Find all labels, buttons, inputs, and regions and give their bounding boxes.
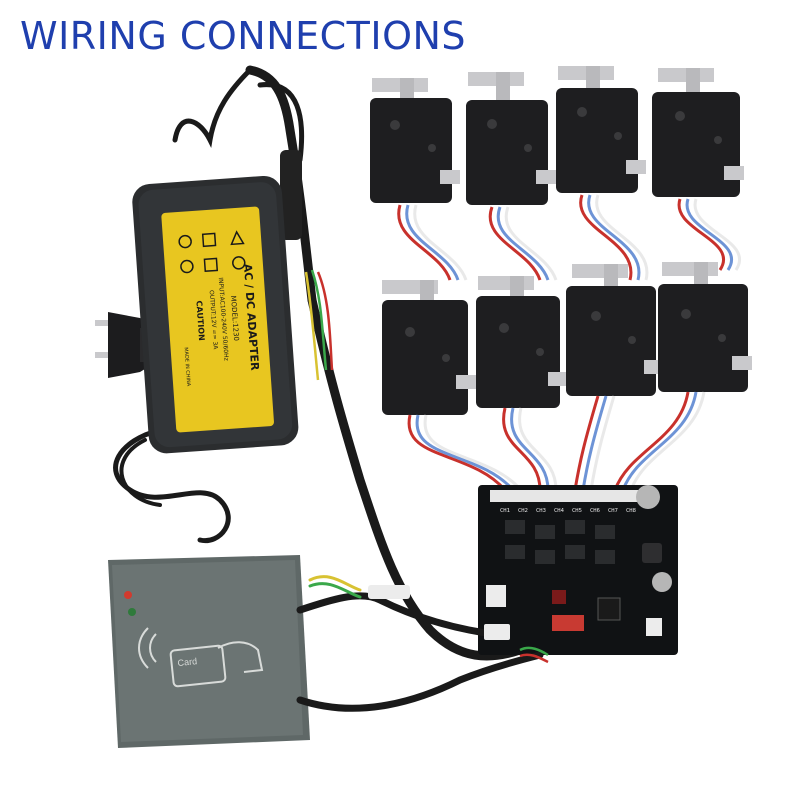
channel-label-5: CH5 bbox=[572, 508, 582, 514]
electronic-lock-5 bbox=[382, 280, 476, 415]
inductor bbox=[642, 543, 662, 563]
electronic-lock-7 bbox=[566, 264, 664, 396]
electronic-lock-1 bbox=[370, 78, 460, 203]
reader-led-green bbox=[128, 608, 136, 616]
board-connector-right bbox=[646, 618, 662, 636]
capacitor-side bbox=[652, 572, 672, 592]
control-board: CH1 CH2 CH3 CH4 CH5 CH6 CH7 CH8 bbox=[478, 485, 678, 655]
card-reader: Card bbox=[108, 555, 310, 748]
wire-connector-white bbox=[368, 585, 410, 599]
led-indicator bbox=[552, 590, 566, 604]
electronic-lock-2 bbox=[466, 72, 556, 205]
wire-bundle-small bbox=[304, 269, 334, 381]
lock-row-top bbox=[370, 66, 744, 205]
capacitor-top bbox=[636, 485, 660, 509]
electronic-lock-4 bbox=[652, 68, 744, 197]
channel-label-1: CH1 bbox=[500, 508, 510, 514]
channel-label-3: CH3 bbox=[536, 508, 546, 514]
card-label: Card bbox=[177, 656, 197, 668]
electronic-lock-3 bbox=[556, 66, 646, 193]
page-title: WIRING CONNECTIONS bbox=[20, 14, 467, 58]
channel-label-6: CH6 bbox=[590, 508, 600, 514]
adapter-label bbox=[161, 206, 274, 433]
channel-labels: CH1 CH2 CH3 CH4 CH5 CH6 CH7 CH8 bbox=[500, 508, 636, 514]
adapter-caution-text: CAUTION bbox=[194, 300, 206, 341]
power-cord bbox=[113, 65, 525, 661]
adapter-output-text: OUTPUT:12V == 3A bbox=[208, 290, 219, 351]
reader-led-red bbox=[124, 591, 132, 599]
adapter-made-in-text: MADE IN CHINA bbox=[183, 347, 192, 387]
electronic-lock-6 bbox=[476, 276, 568, 408]
safety-symbols bbox=[178, 230, 246, 274]
microcontroller-chip bbox=[597, 597, 621, 621]
channel-label-7: CH7 bbox=[608, 508, 618, 514]
wire-connector-board bbox=[484, 624, 510, 640]
channel-label-2: CH2 bbox=[518, 508, 528, 514]
wires-top-row bbox=[397, 194, 741, 281]
wire-pigtail bbox=[519, 646, 549, 664]
channel-label-8: CH8 bbox=[626, 508, 636, 514]
board-connector-left bbox=[486, 585, 506, 607]
wires-to-board bbox=[407, 391, 706, 491]
barrel-plug bbox=[280, 150, 302, 240]
board-components bbox=[505, 520, 615, 564]
channel-label-4: CH4 bbox=[554, 508, 565, 514]
board-connector-strip bbox=[490, 490, 640, 502]
adapter-model-text: MODEL:1230 bbox=[229, 295, 240, 341]
reader-cable bbox=[296, 575, 544, 712]
ac-dc-adapter: AC / DC ADAPTER MODEL:1230 INPUT:AC100-2… bbox=[132, 175, 299, 454]
dip-switch bbox=[552, 615, 584, 631]
card-tap-icon bbox=[138, 627, 264, 688]
electronic-lock-8 bbox=[658, 262, 752, 392]
lock-row-bottom bbox=[382, 262, 752, 415]
